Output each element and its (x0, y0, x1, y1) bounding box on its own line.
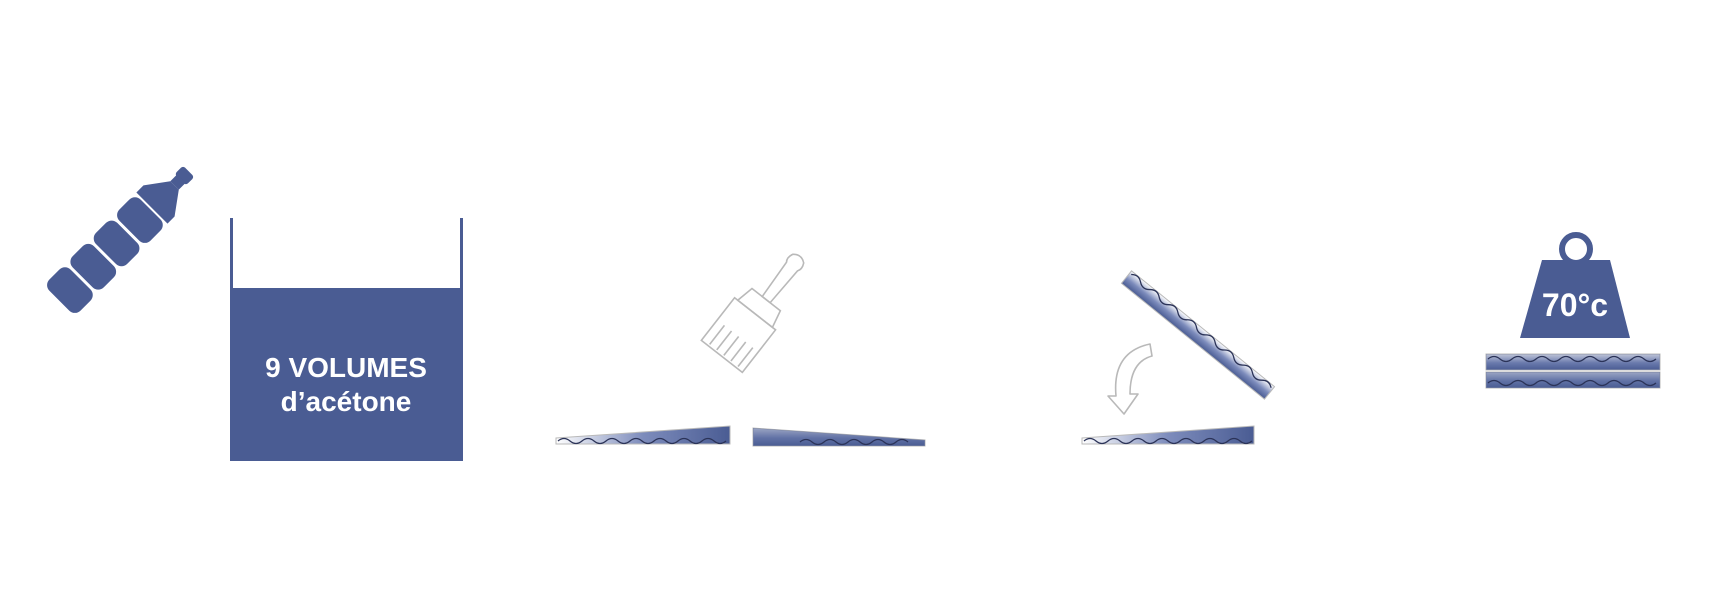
step-acetone: 9 VOLUMES d’acétone (47, 166, 463, 461)
weight-icon: 70°c (1520, 232, 1630, 338)
curved-arrow-icon (1107, 343, 1153, 415)
container-label-line1: 9 VOLUMES (265, 352, 427, 383)
container-label-line2: d’acétone (281, 386, 412, 417)
bottle-icon (47, 166, 194, 313)
strip-icon (1485, 371, 1661, 389)
acetone-fill (230, 288, 463, 461)
strip-icon (555, 425, 731, 445)
weight-label: 70°c (1542, 287, 1608, 323)
step-apply-glue (555, 253, 926, 447)
step-press-heat: 70°c (1485, 232, 1661, 389)
strip-icon (1485, 353, 1661, 371)
step-fold (1081, 270, 1276, 445)
strip-icon (1120, 270, 1276, 400)
container-icon: 9 VOLUMES d’acétone (230, 218, 463, 461)
paintbrush-icon (700, 253, 805, 374)
strip-icon (1081, 425, 1255, 445)
strip-icon (752, 427, 926, 447)
